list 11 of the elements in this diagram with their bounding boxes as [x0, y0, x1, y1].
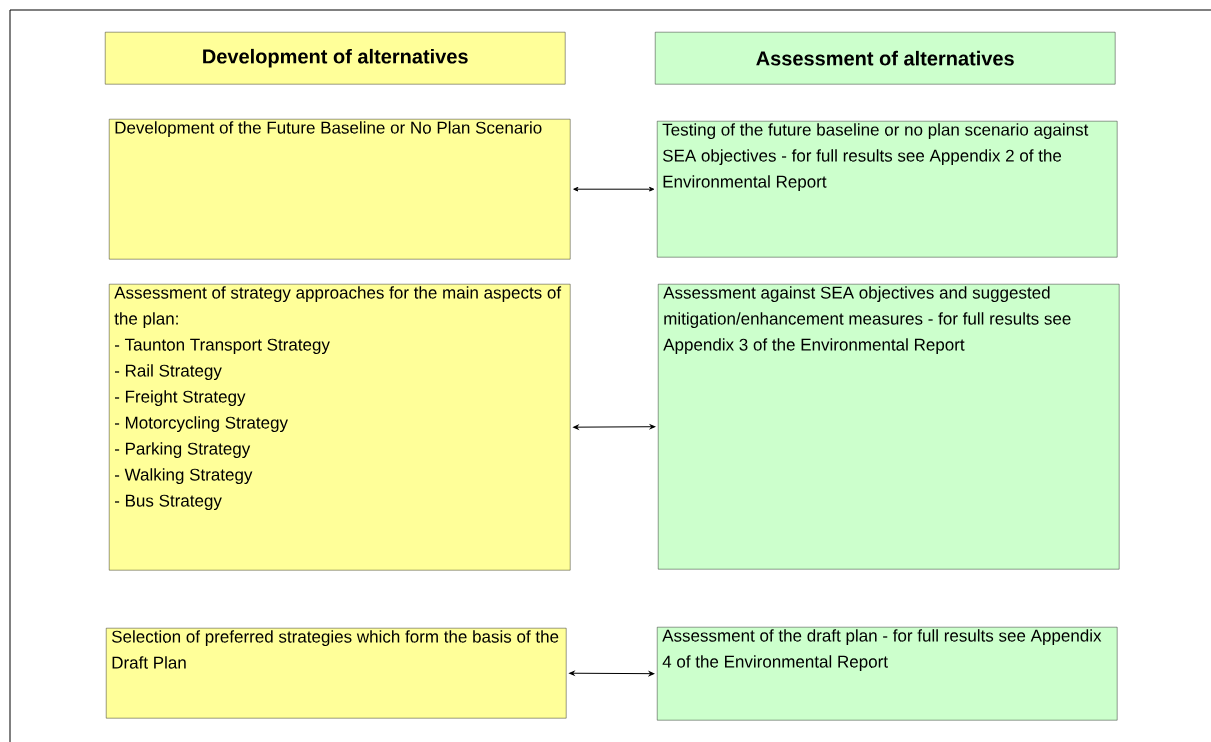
arrow	[573, 424, 656, 430]
text-box: Development of the Future Baseline or No Plan Scenario	[109, 119, 571, 260]
text-box: Assessment of the draft plan - for full results see Appendix 4 of the Environmental Report	[657, 627, 1118, 721]
text-box: Assessment against SEA objectives and suggested mitigation/enhancement measures - for full results see Appendix 3 of the Environmental Report	[658, 284, 1120, 570]
text-box: Testing of the future baseline or no plan scenario against SEA objectives - for full results see Appendix 2 of the Environmental Report	[657, 121, 1118, 258]
header-box: Assessment of alternatives	[655, 32, 1116, 85]
arrow	[569, 670, 655, 676]
header-box: Development of alternatives	[105, 32, 566, 85]
text-box: Assessment of strategy approaches for the main aspects of the plan: - Taunton Transport Strategy - Rail Strategy - Freight Strategy - Motorcycling Strategy - Parking Strategy - Walking Strategy - Bus Strategy	[109, 284, 571, 571]
arrow	[573, 186, 655, 192]
text-box: Selection of preferred strategies which form the basis of the Draft Plan	[106, 628, 567, 719]
